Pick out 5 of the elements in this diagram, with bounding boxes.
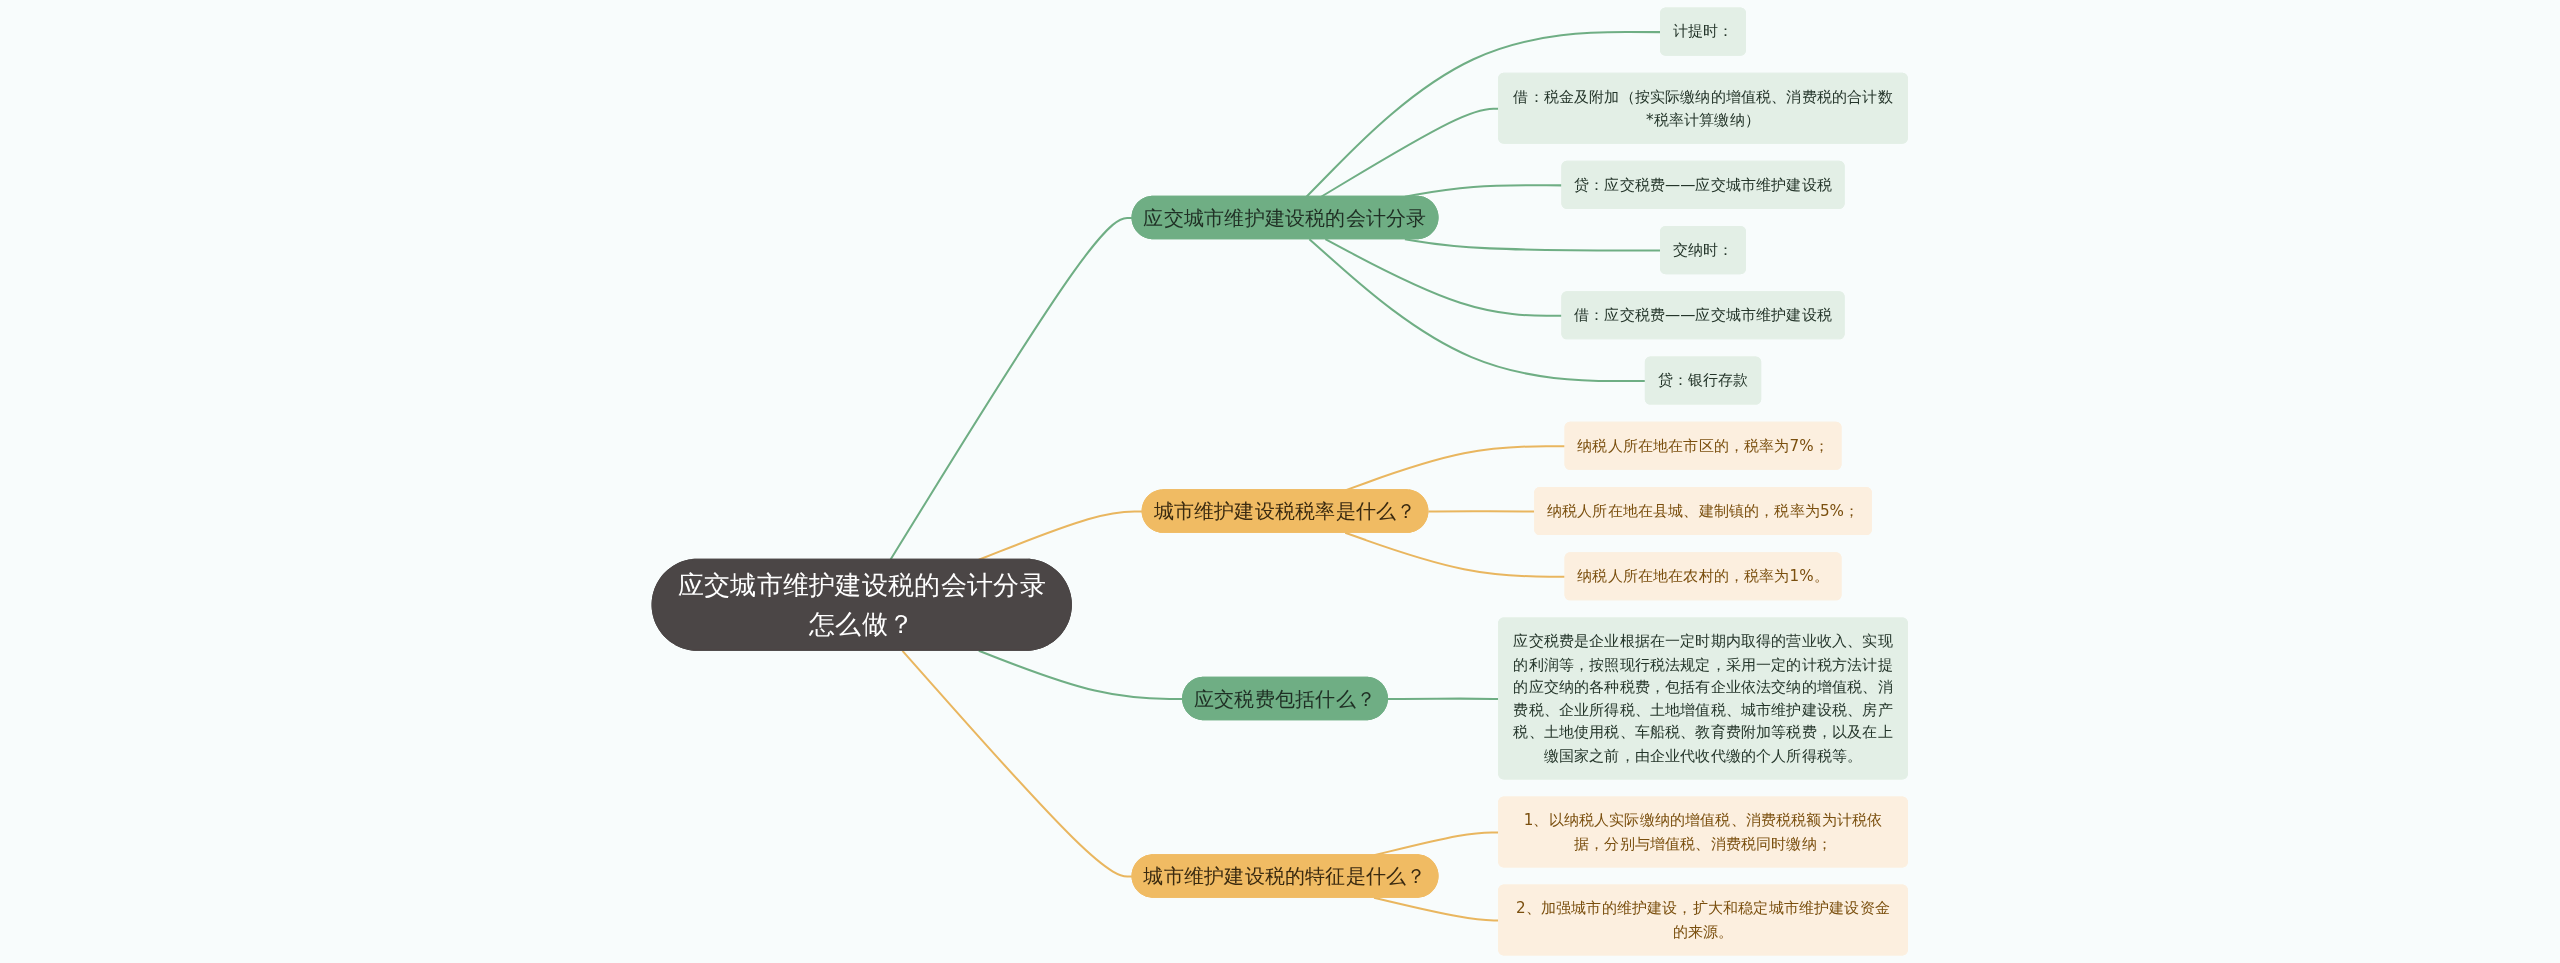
connector xyxy=(1345,531,1566,578)
connector xyxy=(978,510,1143,561)
connector xyxy=(902,650,1133,878)
connector xyxy=(889,216,1133,561)
connector xyxy=(1325,238,1563,317)
